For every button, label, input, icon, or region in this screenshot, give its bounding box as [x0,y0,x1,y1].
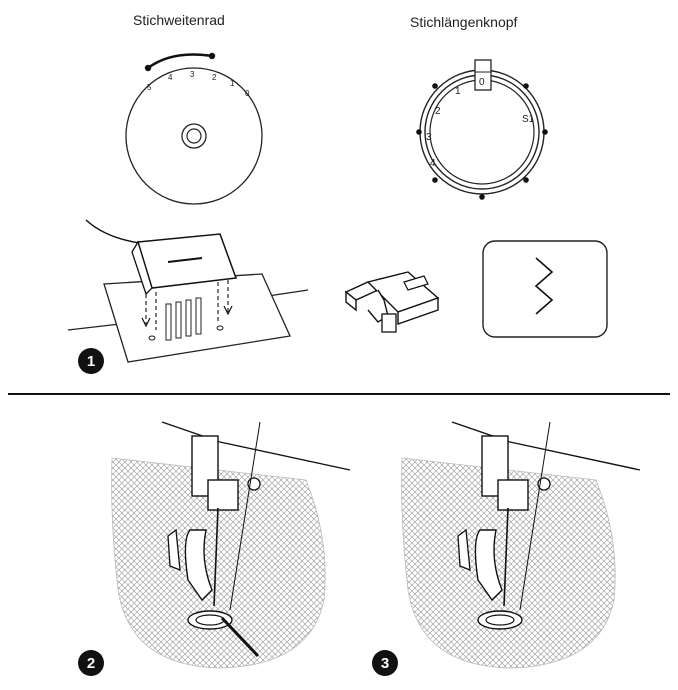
length-label-s1: S1 [522,114,535,125]
stitch-length-knob: 0 1 2 3 4 S1 [416,59,548,200]
length-label-4: 4 [430,158,436,169]
length-label-3: 3 [426,132,432,143]
width-label-4: 4 [168,73,173,82]
step-badge-1: 1 [78,348,104,374]
length-label-2: 2 [435,106,441,117]
stitch-width-dial-caption: Stichweitenrad [133,12,225,28]
sewing-step-3-illustration [401,421,641,669]
width-label-2: 2 [212,73,217,82]
presser-foot-mounting-illustration [67,219,309,363]
width-label-0: 0 [245,89,250,98]
stitch-width-dial: 5 4 3 2 1 0 [125,52,263,205]
stitch-length-knob-caption: Stichlängenknopf [410,14,518,30]
step-badge-2: 2 [78,650,104,676]
width-label-3: 3 [190,70,195,79]
width-label-1: 1 [230,79,235,88]
length-label-0: 0 [479,77,485,88]
length-label-1: 1 [455,86,461,97]
sewing-step-2-illustration [111,421,351,669]
zigzag-stitch-symbol [482,240,608,338]
step-badge-3: 3 [372,650,398,676]
section-divider [8,393,670,395]
zigzag-foot-part [344,271,440,333]
width-label-5: 5 [147,83,152,92]
